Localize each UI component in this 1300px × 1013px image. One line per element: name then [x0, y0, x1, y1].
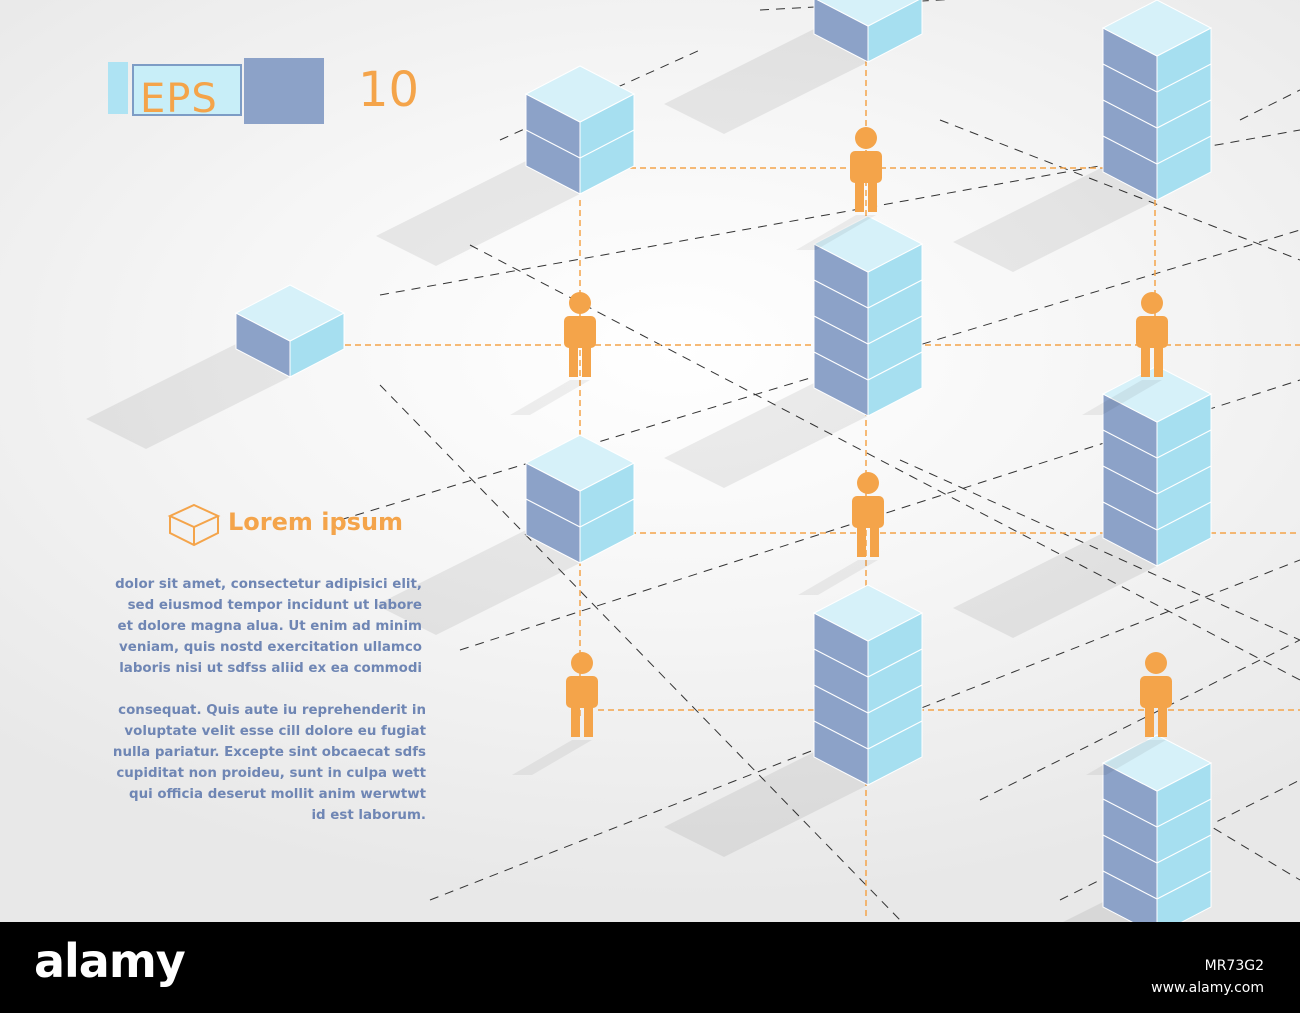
network-link — [469, 244, 1300, 681]
cube-shadow — [664, 747, 884, 857]
diagram-canvas: EPS 10 Lorem ipsum dolor sit amet, conse… — [0, 0, 1300, 922]
network-link — [379, 129, 1300, 296]
server-cube — [812, 584, 924, 786]
footer-logo: alamy — [34, 934, 186, 988]
cube-shadow — [953, 162, 1173, 272]
cube-shadow — [664, 24, 884, 134]
server-cube — [1101, 365, 1213, 567]
server-cube — [1101, 0, 1213, 201]
eps-prefix-box: EPS — [132, 64, 242, 122]
section-title: Lorem ipsum — [228, 508, 404, 536]
cube-shadow — [376, 156, 596, 266]
body-paragraph-1: dolor sit amet, consectetur adipisici el… — [115, 577, 422, 676]
cube-shadow — [953, 528, 1173, 638]
person-icon — [1140, 652, 1172, 737]
person-icon — [850, 127, 882, 212]
cube-shadow — [664, 378, 884, 488]
person-shadow — [796, 215, 876, 250]
person-icon — [1136, 292, 1168, 377]
person-icon — [852, 472, 884, 557]
server-cube — [813, 0, 923, 63]
eps-number-box: 10 — [244, 58, 419, 124]
person-shadow — [1086, 740, 1166, 775]
server-cube — [524, 434, 636, 564]
person-shadow — [1082, 380, 1162, 415]
network-diagram — [86, 0, 1300, 922]
network-link — [1199, 819, 1300, 881]
person-icon — [566, 652, 598, 737]
server-cube — [524, 65, 636, 195]
footer-bar: alamy MR73G2 www.alamy.com — [0, 922, 1300, 1013]
eps-accent-bar — [108, 62, 128, 114]
network-link — [979, 639, 1300, 801]
server-cube — [812, 215, 924, 417]
cube-shadow — [376, 525, 596, 635]
cube-outline-icon — [167, 503, 221, 547]
section-heading: Lorem ipsum — [166, 502, 466, 552]
person-icon — [564, 292, 596, 377]
footer-site-url: www.alamy.com — [1151, 980, 1264, 996]
server-cube — [1101, 734, 1213, 922]
eps-prefix: EPS — [140, 76, 218, 122]
eps-badge: EPS 10 — [108, 48, 419, 128]
person-shadow — [512, 740, 592, 775]
server-cube — [234, 284, 346, 378]
network-link — [379, 384, 901, 921]
eps-box: EPS 10 — [132, 58, 419, 124]
eps-number: 10 — [358, 62, 420, 118]
cube-shadow — [86, 339, 306, 449]
body-paragraph-2: consequat. Quis aute iu reprehenderit in… — [112, 703, 426, 823]
network-link — [939, 119, 1300, 261]
network-link — [459, 379, 1300, 651]
footer-image-id: MR73G2 — [1204, 958, 1264, 974]
network-link — [1239, 89, 1300, 121]
person-shadow — [798, 560, 878, 595]
person-shadow — [510, 380, 590, 415]
